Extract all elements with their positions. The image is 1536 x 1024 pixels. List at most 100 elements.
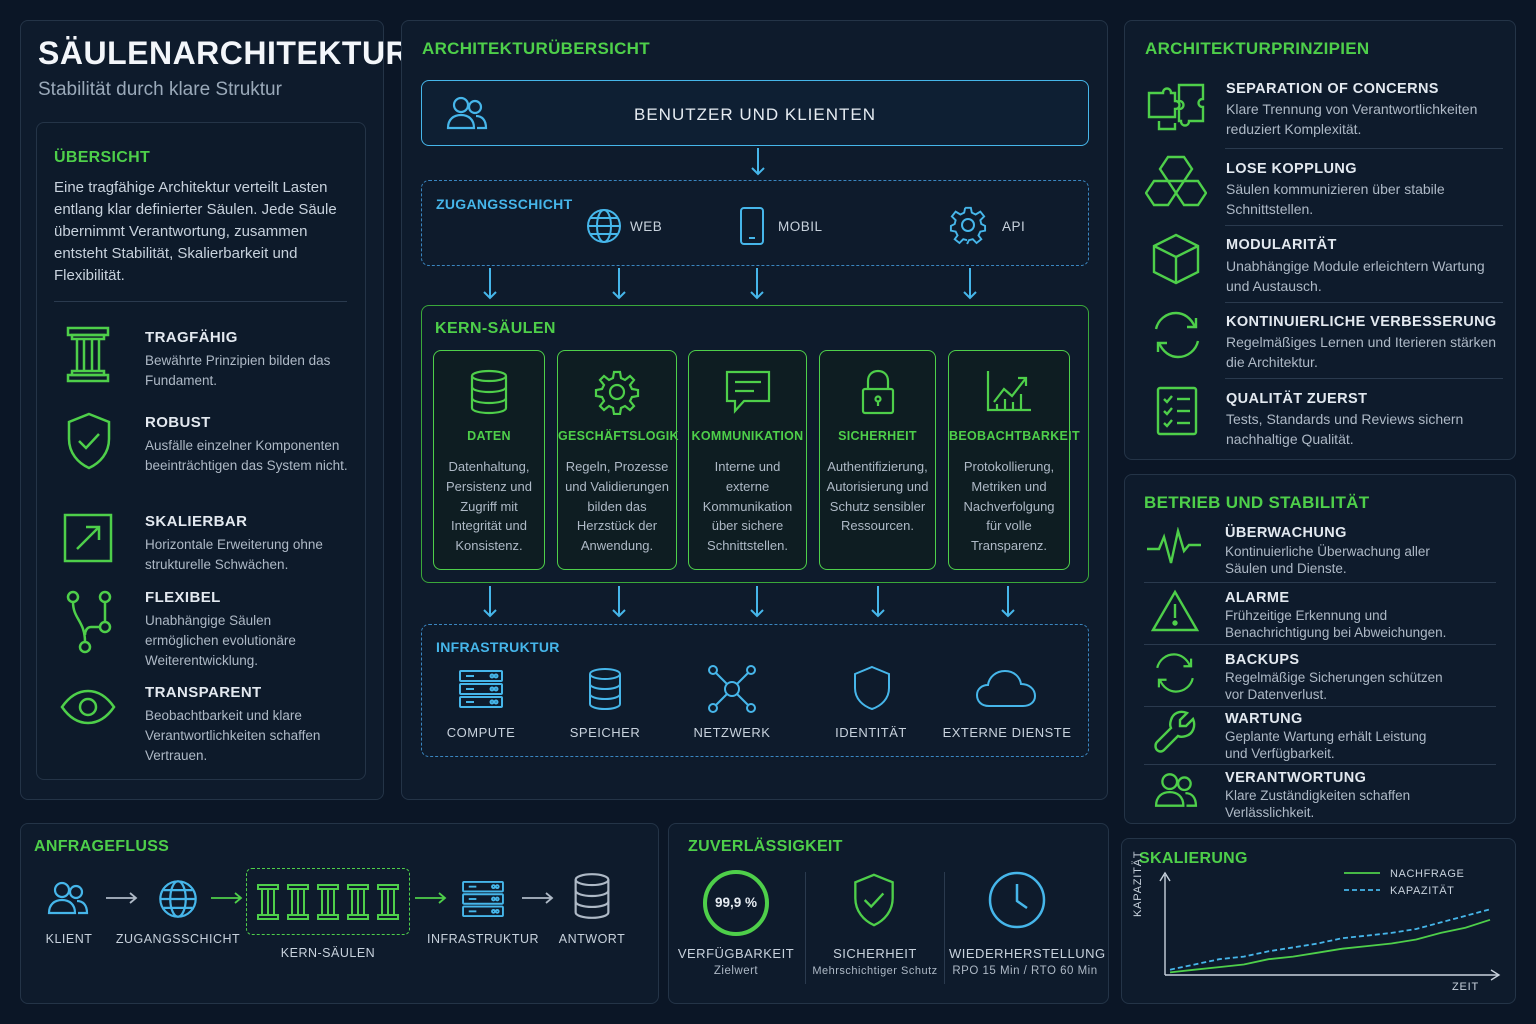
operation-title: ÜBERWACHUNG	[1225, 525, 1347, 541]
reliability-item-title: SICHERHEIT	[833, 946, 917, 961]
flow-step-label: ANTWORT	[558, 932, 626, 946]
arrow-down-icon	[1001, 586, 1015, 618]
page-title: SÄULENARCHITEKTUR	[38, 35, 410, 71]
core-pillars: KERN-SÄULEN DATEN Datenhaltung, Persiste…	[421, 305, 1089, 583]
cloud-icon	[975, 669, 1037, 709]
page-subtitle: Stabilität durch klare Struktur	[38, 79, 282, 100]
pillar-title: DATEN	[467, 429, 511, 443]
principle-title: LOSE KOPPLUNG	[1226, 161, 1357, 177]
pillar-sicherheit[interactable]: SICHERHEIT Authentifizierung, Autorisier…	[819, 350, 936, 570]
overview-item-title: TRANSPARENT	[145, 684, 262, 701]
chart-axes	[1159, 871, 1501, 981]
divider	[1225, 378, 1503, 379]
principle-desc: Unabhängige Module erleichtern Wartung u…	[1226, 258, 1485, 294]
clock-icon	[987, 870, 1047, 930]
flow-step-label: ZUGANGSSCHICHT	[115, 932, 241, 946]
arrow-right-icon	[106, 892, 138, 904]
arrow-down-icon	[483, 268, 497, 300]
puzzle-icon	[1145, 81, 1207, 133]
pillar-desc: Datenhaltung, Persistenz und Zugriff mit…	[446, 459, 532, 554]
users-icon	[47, 880, 89, 916]
access-heading: ZUGANGSSCHICHT	[436, 196, 573, 212]
legend-label: NACHFRAGE	[1390, 868, 1464, 880]
access-item-mobil: MOBIL	[778, 219, 823, 234]
overview-item-title: ROBUST	[145, 414, 211, 431]
operation-title: WARTUNG	[1225, 711, 1303, 727]
pulse-icon	[1145, 527, 1203, 567]
shield-check-icon	[851, 872, 897, 928]
access-layer: ZUGANGSSCHICHT WEB MOBIL API	[421, 180, 1089, 266]
flow-step-label: KERN-SÄULEN	[280, 946, 376, 960]
operation-desc: Regelmäßige Sicherungen schützen vor Dat…	[1225, 670, 1443, 702]
reliability-heading: ZUVERLÄSSIGKEIT	[688, 838, 843, 855]
reliability-item-title: VERFÜGBARKEIT	[677, 946, 795, 961]
divider	[1225, 225, 1503, 226]
overview-card: ÜBERSICHT Eine tragfähige Architektur ve…	[36, 122, 366, 780]
lock-icon	[820, 369, 935, 415]
principle-desc: Tests, Standards und Reviews sichern nac…	[1226, 411, 1464, 447]
arrow-down-icon	[751, 148, 765, 176]
pillar-desc: Authentifizierung, Autorisierung und Sch…	[826, 459, 929, 534]
principle-title: QUALITÄT ZUERST	[1226, 391, 1368, 407]
pillar-title: SICHERHEIT	[838, 429, 917, 443]
access-item-web: WEB	[630, 219, 663, 234]
pillars-icon	[257, 884, 399, 920]
chart-xlabel: ZEIT	[1452, 981, 1480, 993]
users-label: BENUTZER UND KLIENTEN	[633, 105, 877, 124]
arrow-down-icon	[750, 586, 764, 618]
arrow-down-icon	[963, 268, 977, 300]
flow-core-box	[246, 868, 410, 935]
pillar-desc: Protokollierung, Metriken und Nachverfol…	[963, 459, 1055, 554]
eye-icon	[59, 689, 117, 725]
chart-series	[1169, 908, 1491, 974]
pillar-icon	[63, 325, 113, 383]
principles-heading: ARCHITEKTURPRINZIPIEN	[1145, 39, 1370, 58]
flow-step-label: KLIENT	[45, 932, 93, 946]
requestflow-panel: ANFRAGEFLUSS KLIENT ZUGANGSSCHICHT KERN-…	[20, 823, 659, 1004]
architecture-heading: ARCHITEKTURÜBERSICHT	[422, 39, 650, 58]
pillar-daten[interactable]: DATEN Datenhaltung, Persistenz und Zugri…	[433, 350, 545, 570]
hexagons-icon	[1145, 155, 1207, 207]
overview-heading: ÜBERSICHT	[54, 149, 151, 166]
y-axis-arrow	[1159, 871, 1171, 882]
pillar-desc: Interne und externe Kommunikation über s…	[702, 459, 793, 554]
overview-item-desc: Ausfälle einzelner Komponenten beeinträc…	[145, 438, 348, 473]
checklist-icon	[1155, 385, 1199, 437]
divider	[1144, 582, 1496, 583]
pillar-geschaeftslogik[interactable]: GESCHÄFTSLOGIK Regeln, Prozesse und Vali…	[557, 350, 679, 570]
arrow-down-icon	[483, 586, 497, 618]
left-panel: SÄULENARCHITEKTUR Stabilität durch klare…	[20, 20, 409, 800]
principle-title: SEPARATION OF CONCERNS	[1226, 81, 1439, 97]
chart-ylabel: KAPAZITÄT	[1132, 850, 1144, 917]
availability-value: 99,9 %	[714, 895, 758, 910]
overview-text: Eine tragfähige Architektur verteilt Las…	[54, 179, 337, 284]
divider	[944, 872, 945, 984]
infra-item-identitaet: IDENTITÄT	[835, 725, 907, 740]
requestflow-heading: ANFRAGEFLUSS	[34, 838, 170, 855]
reliability-item-desc: RPO 15 Min / RTO 60 Min	[952, 965, 1098, 977]
pillar-beobachtbarkeit[interactable]: BEOBACHTBARKEIT Protokollierung, Metrike…	[948, 350, 1080, 570]
flow-step-label: INFRASTRUKTUR	[426, 932, 540, 946]
arrow-down-icon	[871, 586, 885, 618]
overview-item-desc: Horizontale Erweiterung ohne strukturell…	[145, 537, 323, 572]
infra-item-externe-dienste: EXTERNE DIENSTE	[942, 725, 1072, 740]
arrow-right-icon	[415, 892, 447, 904]
overview-item-title: FLEXIBEL	[145, 589, 221, 606]
architecture-panel: ARCHITEKTURÜBERSICHT BENUTZER UND KLIENT…	[401, 20, 1108, 800]
pillar-title: KOMMUNIKATION	[691, 429, 804, 443]
users-icon	[446, 95, 488, 131]
pillar-kommunikation[interactable]: KOMMUNIKATION Interne und externe Kommun…	[688, 350, 807, 570]
principle-desc: Regelmäßiges Lernen und Iterieren stärke…	[1226, 334, 1497, 370]
database-icon	[434, 369, 544, 415]
gear-icon	[949, 205, 989, 245]
network-icon	[707, 665, 757, 713]
chat-icon	[689, 369, 806, 415]
infra-heading: INFRASTRUKTUR	[436, 639, 560, 655]
divider	[1144, 644, 1496, 645]
chart-title: SKALIERUNG	[1139, 850, 1248, 867]
overview-item-title: SKALIERBAR	[145, 513, 248, 530]
users-icon	[1154, 771, 1198, 809]
ring-icon: 99,9 %	[701, 868, 771, 938]
